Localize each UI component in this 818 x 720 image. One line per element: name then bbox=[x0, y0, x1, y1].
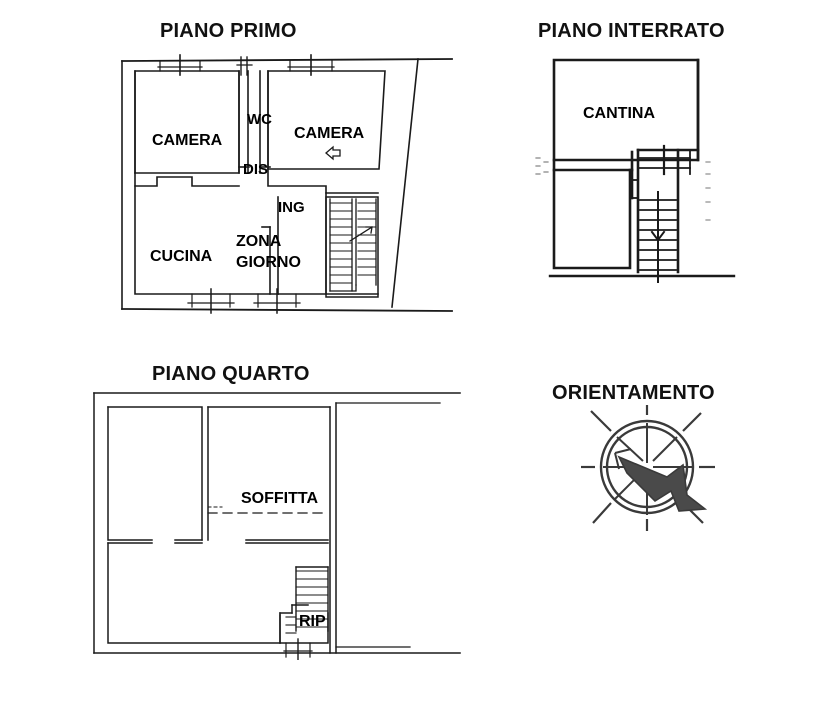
room-label-zona-giorno-line1: ZONA bbox=[236, 233, 282, 250]
floor-plan-piano-primo bbox=[121, 54, 453, 314]
room-label-cucina: CUCINA bbox=[150, 248, 213, 265]
plan-title-piano-quarto: PIANO QUARTO bbox=[152, 363, 310, 385]
plan-title-orientamento: ORIENTAMENTO bbox=[552, 382, 715, 404]
floor-plan-piano-interrato bbox=[535, 58, 736, 283]
room-label-cantina: CANTINA bbox=[583, 105, 655, 122]
room-label-dis: DIS bbox=[243, 161, 269, 178]
room-label-camera-1: CAMERA bbox=[152, 132, 223, 149]
compass-rose-icon bbox=[581, 405, 715, 531]
room-label-soffitta: SOFFITTA bbox=[241, 490, 319, 507]
room-label-camera-2: CAMERA bbox=[294, 125, 365, 142]
floor-plan-piano-quarto bbox=[93, 392, 461, 660]
room-label-rip: RIP bbox=[299, 613, 326, 630]
plan-title-piano-primo: PIANO PRIMO bbox=[160, 20, 297, 42]
room-label-wc: WC bbox=[247, 111, 272, 128]
room-label-zona-giorno-line2: GIORNO bbox=[236, 254, 301, 271]
room-label-ing: ING bbox=[278, 199, 305, 216]
plan-title-piano-interrato: PIANO INTERRATO bbox=[538, 20, 725, 42]
